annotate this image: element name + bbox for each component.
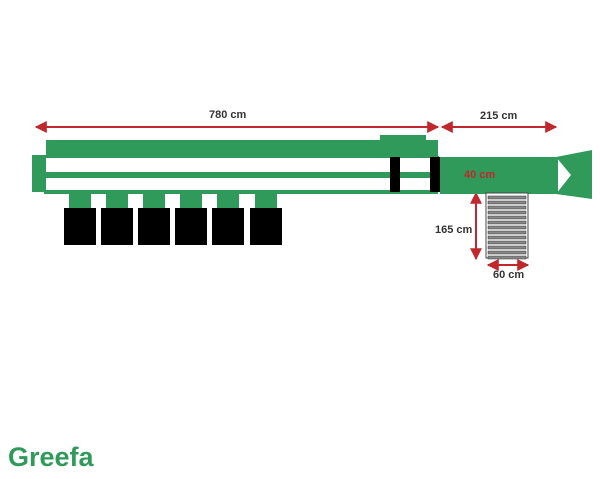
conveyor-slat — [487, 225, 527, 230]
box-station-3 — [138, 194, 170, 245]
conveyor-slat — [487, 235, 527, 240]
divider-bar-right — [430, 157, 440, 192]
divider-bar-left — [390, 157, 400, 192]
bottom-frame-bar — [44, 190, 438, 194]
conveyor-slat — [487, 195, 527, 200]
brand-logo-text: Greefa — [8, 442, 94, 472]
length-label: 780 cm — [209, 109, 247, 121]
box-station-1 — [64, 194, 96, 245]
conveyor-slat — [487, 210, 527, 215]
hopper-funnel — [556, 150, 592, 199]
side-length-label: 165 cm — [435, 224, 473, 236]
extension-label: 215 cm — [480, 110, 518, 122]
conveyor-slat — [487, 245, 527, 250]
upper-roller — [43, 156, 439, 174]
conveyor-slat — [487, 255, 527, 260]
conveyor-slat — [487, 205, 527, 210]
box-station-6 — [250, 194, 282, 245]
top-frame-bar — [46, 140, 438, 157]
box-station-4 — [175, 194, 207, 245]
conveyor-slat — [487, 200, 527, 205]
extension-section — [440, 157, 558, 194]
conveyor-slat — [487, 250, 527, 255]
lower-roller — [43, 176, 439, 192]
roller-conveyor — [485, 192, 529, 260]
height-label: 40 cm — [464, 169, 496, 181]
conveyor-slat — [487, 220, 527, 225]
conveyor-slat — [487, 215, 527, 220]
box-station-2 — [101, 194, 133, 245]
middle-rail — [44, 173, 438, 177]
top-frame-raised-block — [380, 135, 426, 143]
conveyor-slat — [487, 230, 527, 235]
left-end-cap — [32, 155, 46, 192]
box-station-5 — [212, 194, 244, 245]
conveyor-slat — [487, 240, 527, 245]
side-width-label: 60 cm — [493, 269, 525, 281]
